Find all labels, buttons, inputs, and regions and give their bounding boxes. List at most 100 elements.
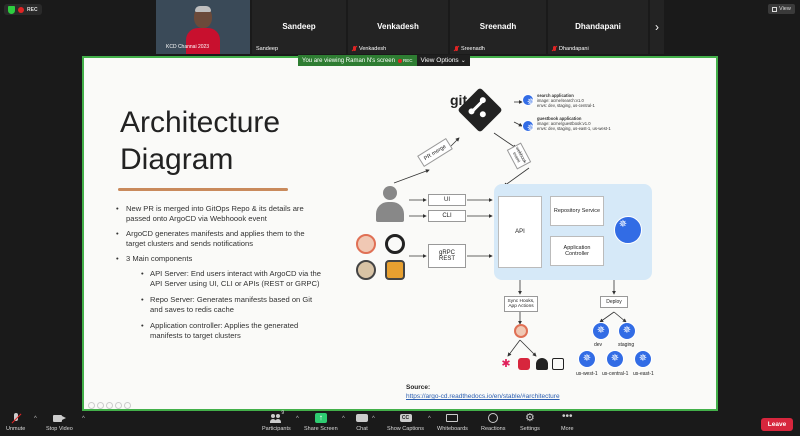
participants-button[interactable]: 9 Participants bbox=[262, 410, 291, 432]
search-app-image: image: acme/search:v1.0 bbox=[537, 98, 584, 103]
share-options-caret-icon[interactable]: ^ bbox=[342, 416, 345, 422]
participant-name: Sandeep bbox=[256, 46, 279, 52]
record-dot-icon bbox=[18, 6, 24, 13]
pen-icon[interactable] bbox=[106, 402, 113, 409]
mic-muted-icon bbox=[552, 46, 557, 52]
bullet-item: 3 Main components API Server: End users … bbox=[116, 254, 324, 341]
cluster-us-central-icon bbox=[606, 350, 624, 368]
guestbook-app-info: guestbook application image: acme/guestb… bbox=[537, 116, 611, 131]
more-button[interactable]: ••• More bbox=[561, 412, 574, 433]
show-captions-button[interactable]: CC Show Captions bbox=[387, 413, 424, 432]
slide-bullets: New PR is merged into GitOps Repo & its … bbox=[116, 204, 324, 347]
share-screen-icon: ↑ bbox=[314, 413, 327, 424]
chat-bubble-icon bbox=[356, 413, 368, 424]
active-speaker-video[interactable]: KCD Channai 2023 bbox=[156, 0, 250, 54]
share-rec-indicator: REC bbox=[397, 58, 413, 63]
shared-screen-slide: Architecture Diagram New PR is merged in… bbox=[82, 56, 718, 411]
recording-badge: REC bbox=[4, 4, 42, 15]
view-options-button[interactable]: View Options ⌄ bbox=[416, 55, 470, 66]
share-screen-button[interactable]: ↑ Share Screen bbox=[304, 413, 338, 432]
gear-icon: ⚙ bbox=[525, 412, 535, 424]
deploy-box: Deploy bbox=[600, 296, 628, 308]
unmute-label: Unmute bbox=[6, 426, 26, 432]
checklist-icon bbox=[552, 358, 564, 370]
closed-captions-icon: CC bbox=[399, 413, 412, 424]
smiley-icon bbox=[487, 413, 499, 424]
view-button[interactable]: View bbox=[768, 4, 795, 14]
zoom-icon[interactable] bbox=[115, 402, 122, 409]
guestbook-app-icon bbox=[522, 120, 539, 137]
source-link[interactable]: https://argo-cd.readthedocs.io/en/stable… bbox=[406, 393, 560, 400]
leave-button[interactable]: Leave bbox=[761, 418, 793, 431]
share-message: You are viewing Raman N's screen REC bbox=[298, 55, 417, 66]
ui-box: UI bbox=[428, 194, 466, 206]
whiteboard-icon bbox=[446, 413, 459, 424]
chat-caret-icon[interactable]: ^ bbox=[372, 416, 375, 422]
chat-button[interactable]: Chat bbox=[356, 413, 368, 432]
cluster-dev-label: dev bbox=[594, 342, 603, 348]
cluster-us-east-label: us-east-1 bbox=[633, 371, 654, 377]
video-options-caret-icon[interactable]: ^ bbox=[82, 416, 85, 422]
participant-title: Sandeep bbox=[282, 22, 316, 31]
settings-button[interactable]: ⚙ Settings bbox=[520, 412, 540, 433]
mic-muted-icon bbox=[352, 46, 357, 52]
chat-label: Chat bbox=[356, 426, 368, 432]
share-screen-label: Share Screen bbox=[304, 426, 338, 432]
slide-title: Architecture Diagram bbox=[120, 106, 281, 176]
cluster-us-east-icon bbox=[634, 350, 652, 368]
guestbook-app-title: guestbook application bbox=[537, 116, 582, 121]
mic-muted-icon bbox=[454, 46, 459, 52]
sub-bullets: API Server: End users interact with Argo… bbox=[141, 269, 324, 341]
menu-icon[interactable] bbox=[124, 402, 131, 409]
unmute-button[interactable]: Unmute bbox=[6, 413, 25, 432]
audio-options-caret-icon[interactable]: ^ bbox=[34, 416, 37, 422]
whiteboards-button[interactable]: Whiteboards bbox=[437, 413, 468, 432]
cluster-us-central-label: us-central-1 bbox=[602, 371, 629, 377]
participant-name: Dhandapani bbox=[552, 46, 589, 52]
participant-name: Venkadesh bbox=[352, 46, 386, 52]
kubernetes-icon bbox=[614, 216, 642, 244]
participant-tile-sandeep[interactable]: Sandeep Sandeep bbox=[252, 0, 346, 54]
application-controller-box: Application Controller bbox=[550, 236, 604, 266]
participant-tile-sreenadh[interactable]: Sreenadh Sreenadh bbox=[450, 0, 546, 54]
rest-label: REST bbox=[438, 256, 455, 262]
cluster-us-west-label: us-west-1 bbox=[576, 371, 598, 377]
captions-caret-icon[interactable]: ^ bbox=[428, 416, 431, 422]
recording-label: REC bbox=[27, 6, 38, 13]
participants-caret-icon[interactable]: ^ bbox=[296, 416, 299, 422]
sub-bullet-item: Application controller: Applies the gene… bbox=[141, 321, 324, 341]
chevron-right-icon[interactable]: › bbox=[650, 0, 664, 54]
cluster-us-west-icon bbox=[578, 350, 596, 368]
sync-hooks-box: Sync Hooks, App Actions bbox=[504, 296, 538, 312]
stop-video-button[interactable]: Stop Video bbox=[46, 413, 73, 432]
participants-label: Participants bbox=[262, 426, 291, 432]
user-icon bbox=[374, 186, 406, 224]
source-label: Source: bbox=[406, 384, 431, 391]
argo-notifications-icon bbox=[514, 324, 528, 338]
participant-tile-dhandapani[interactable]: Dhandapani Dhandapani bbox=[548, 0, 648, 54]
meeting-toolbar: Unmute ^ Stop Video ^ 9 Participants ^ ↑… bbox=[0, 410, 800, 436]
bullet-item: New PR is merged into GitOps Repo & its … bbox=[116, 204, 324, 224]
participant-tile-venkadesh[interactable]: Venkadesh Venkadesh bbox=[348, 0, 448, 54]
participant-title: Venkadesh bbox=[377, 22, 419, 31]
prev-slide-icon[interactable] bbox=[88, 402, 95, 409]
search-app-title: search application bbox=[537, 93, 574, 98]
sub-bullet-item: API Server: End users interact with Argo… bbox=[141, 269, 324, 289]
chevron-down-icon: ⌄ bbox=[460, 58, 466, 64]
title-underline bbox=[118, 188, 288, 191]
argocd-cluster-area: API Repository Service Application Contr… bbox=[494, 184, 652, 280]
bullet-item: ArgoCD generates manifests and applies t… bbox=[116, 229, 324, 249]
argo-mascot-icon bbox=[356, 234, 376, 254]
api-server-box: API bbox=[498, 196, 542, 268]
mic-muted-icon bbox=[10, 413, 22, 424]
view-options-label: View Options bbox=[420, 57, 459, 64]
slack-icon: ✱ bbox=[501, 358, 511, 370]
next-slide-icon[interactable] bbox=[97, 402, 104, 409]
security-shield-icon bbox=[8, 5, 15, 14]
circleci-icon bbox=[385, 234, 405, 254]
guestbook-app-image: image: acme/guestbook:v1.0 bbox=[537, 121, 591, 126]
reactions-button[interactable]: Reactions bbox=[481, 413, 505, 432]
stop-video-label: Stop Video bbox=[46, 426, 73, 432]
cluster-staging-icon bbox=[618, 322, 636, 340]
search-app-icon bbox=[522, 94, 539, 111]
